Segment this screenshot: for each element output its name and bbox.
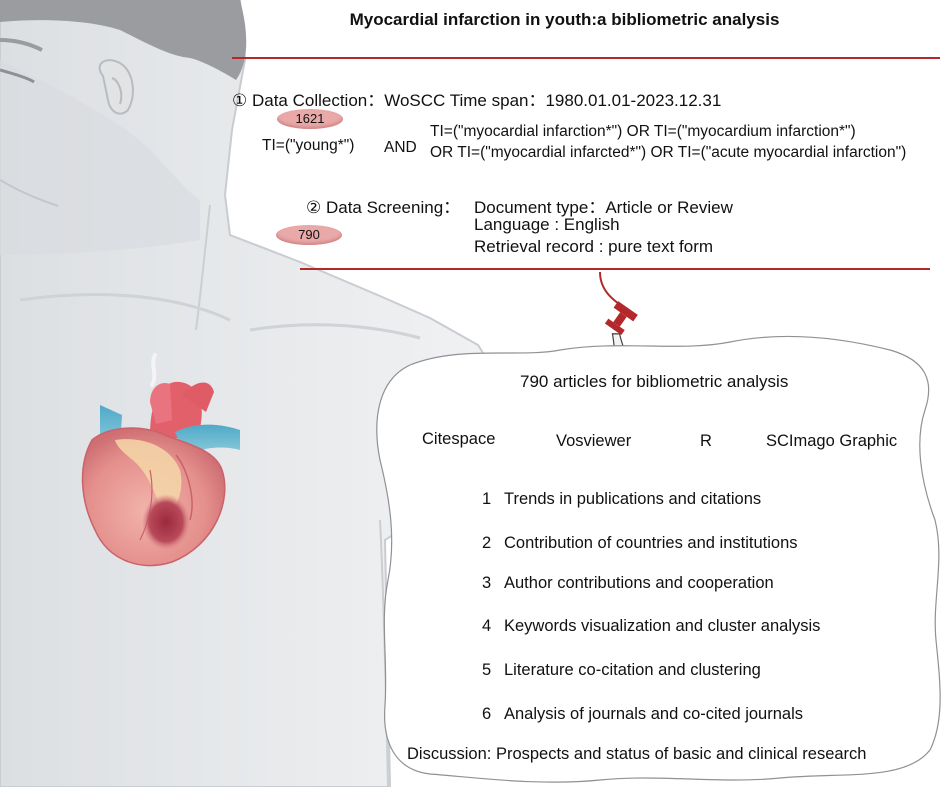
page-title: Myocardial infarction in youth:a bibliom… [349, 10, 780, 29]
analysis-item-number: 4 [482, 617, 492, 635]
analysis-item-number: 6 [482, 705, 492, 723]
analysis-item: 4 Keywords visualization and cluster anal… [482, 617, 820, 636]
human-silhouette [0, 0, 512, 787]
analysis-heading: 790 articles for bibliometric analysis [520, 372, 789, 391]
analysis-item: 2 Contribution of countries and instituti… [482, 534, 798, 553]
screening-criterion: Retrieval record : pure text form [474, 237, 714, 256]
tool-r: R [700, 432, 712, 450]
tool-citespace: Citespace [422, 430, 496, 448]
data-screening-label: ② Data Screening： [306, 198, 461, 217]
analysis-item-text: Keywords visualization and cluster analy… [504, 617, 821, 635]
analysis-item-text: Trends in publications and citations [504, 490, 762, 508]
analysis-item: 3 Author contributions and cooperation [482, 574, 774, 593]
screening-count-badge: 790 [276, 225, 342, 245]
analysis-item-number: 5 [482, 661, 492, 679]
data-collection-label: ① Data Collection：WoSCC Time span：1980.0… [232, 91, 722, 110]
query-line-1: TI=("myocardial infarction*") OR TI=("my… [430, 123, 856, 140]
discussion-text: Discussion: Prospects and status of basi… [407, 745, 867, 763]
screening-criterion: Language : English [474, 215, 620, 234]
screening-criterion: Document type：Article or Review [474, 198, 733, 217]
collection-count-badge: 1621 [277, 109, 343, 129]
analysis-cloud [376, 335, 941, 783]
heart-illustration [81, 353, 240, 567]
analysis-item-number: 2 [482, 534, 492, 552]
analysis-item-number: 1 [482, 490, 492, 508]
connector-line [599, 271, 629, 311]
tool-vosviewer: Vosviewer [556, 432, 632, 450]
analysis-item-text: Literature co-citation and clustering [504, 661, 761, 679]
query-young: TI=("young*") [262, 137, 355, 154]
query-line-2: OR TI=("myocardial infarcted*") OR TI=("… [430, 144, 907, 161]
infarct-region [142, 494, 190, 550]
analysis-item: 1 Trends in publications and citations [482, 490, 761, 509]
analysis-item-text: Contribution of countries and institutio… [504, 534, 798, 552]
analysis-item-number: 3 [482, 574, 492, 592]
analysis-item: 6 Analysis of journals and co-cited journ… [482, 705, 803, 724]
analysis-item: 5 Literature co-citation and clustering [482, 661, 761, 680]
analysis-item-text: Analysis of journals and co-cited journa… [504, 705, 803, 723]
tool-scimago-graphic: SCImago Graphic [766, 432, 898, 450]
query-and: AND [384, 139, 417, 156]
analysis-item-text: Author contributions and cooperation [504, 574, 774, 592]
